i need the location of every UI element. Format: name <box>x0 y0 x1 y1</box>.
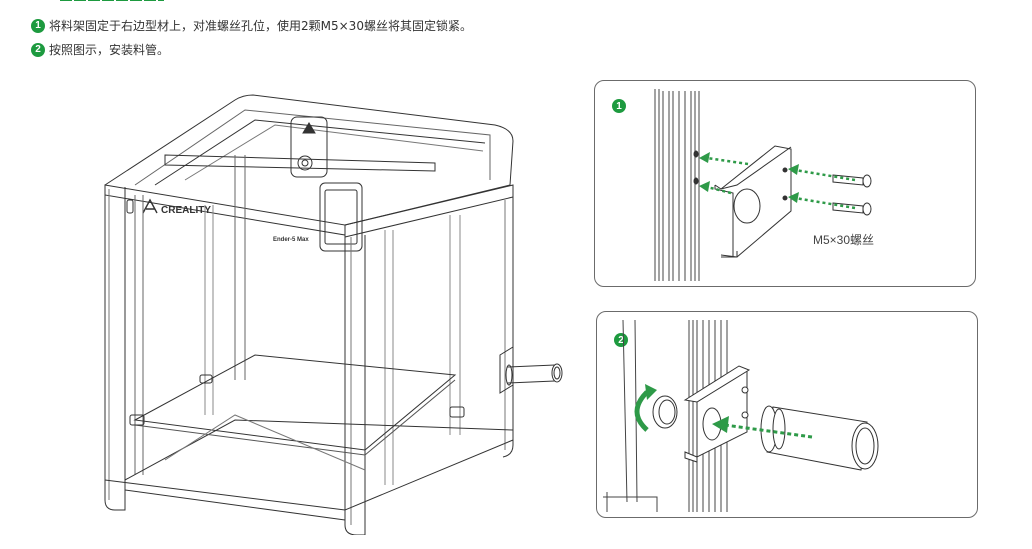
print-bed <box>133 354 457 451</box>
section-heading-cropped <box>60 0 164 3</box>
screw-m5x30 <box>832 202 872 216</box>
model-label: Ender-5 Max <box>273 237 309 243</box>
front-right-leg <box>344 235 366 535</box>
front-left-leg <box>104 185 126 511</box>
spool-tube <box>760 405 879 471</box>
right-top-beam <box>344 184 514 238</box>
screw-callout-label: M5×30螺丝 <box>813 233 875 247</box>
panel-number-badge: 2 <box>614 333 628 347</box>
aluminum-extrusion <box>654 89 700 281</box>
panel-number-badge: 1 <box>612 99 626 113</box>
spool-holder-mounted <box>499 346 563 394</box>
instruction-step-1: 1 将料架固定于右边型材上，对准螺丝孔位，使用2颗M5×30螺丝将其固定锁紧。 <box>31 17 472 34</box>
back-right-leg <box>502 197 514 458</box>
front-top-beam <box>104 184 346 236</box>
spool-tube-install-illustration <box>603 319 879 512</box>
touchscreen <box>319 182 363 252</box>
direction-arrow <box>724 423 813 439</box>
bracket-mounting-illustration <box>654 89 872 281</box>
bottom-frame <box>104 439 514 511</box>
top-frame-outline <box>104 94 514 226</box>
brand-label: CREALITY <box>161 205 211 216</box>
printer-illustration: CREALITY Ender-5 Max <box>104 94 563 535</box>
detail-panel-2: 2 <box>596 311 978 518</box>
detail-panel-1: 1 <box>594 80 976 287</box>
spool-bracket <box>683 365 751 463</box>
gantry-rail <box>164 154 436 172</box>
step-number-badge: 2 <box>31 42 45 57</box>
step-text: 按照图示，安装料管。 <box>49 43 170 57</box>
step-text: 将料架固定于右边型材上，对准螺丝孔位，使用2颗M5×30螺丝将其固定锁紧。 <box>49 19 472 33</box>
rotate-arrow-icon <box>634 390 649 432</box>
toolhead <box>290 116 328 178</box>
step-number-badge: 1 <box>31 18 45 33</box>
spool-bracket <box>714 145 792 258</box>
lock-nut <box>652 395 678 429</box>
screw-m5x30 <box>832 174 872 188</box>
instruction-step-2: 2 按照图示，安装料管。 <box>31 41 169 58</box>
direction-arrows <box>706 156 856 210</box>
